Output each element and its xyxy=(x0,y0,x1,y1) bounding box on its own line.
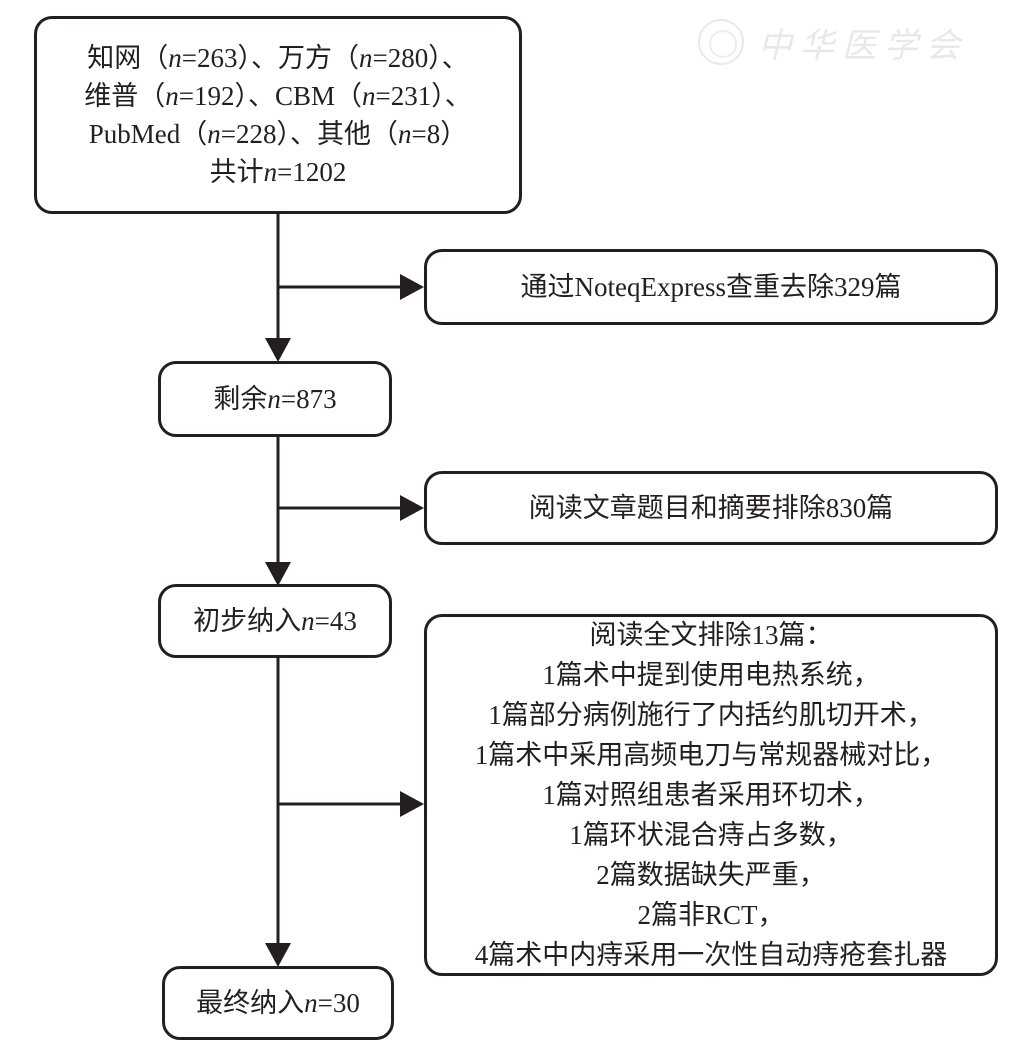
sources-line-2: 维普（n=192）、CBM（n=231）、 xyxy=(84,77,472,115)
text: 共计 xyxy=(209,157,264,187)
text: PubMed（ xyxy=(88,119,208,149)
n-symbol: n xyxy=(263,157,278,187)
n-symbol: n xyxy=(165,81,179,111)
n-symbol: n xyxy=(168,43,182,73)
watermark: 中华医学会 xyxy=(698,14,998,70)
n-symbol: n xyxy=(359,43,373,73)
text: 维普（ xyxy=(84,81,166,111)
dedup-exclusion-box: 通过NoteqExpress查重去除329篇 xyxy=(424,249,998,325)
text: =1202 xyxy=(277,157,347,187)
arrowhead-remaining xyxy=(265,338,291,362)
arrowhead-fulltext xyxy=(400,791,424,817)
text: =43 xyxy=(314,606,357,636)
text: 初步纳入 xyxy=(193,606,302,636)
fulltext-reason: 1篇术中提到使用电热系统， xyxy=(542,660,880,690)
text: =8） xyxy=(411,119,468,149)
final-inclusion-box: 最终纳入n=30 xyxy=(162,966,394,1040)
dedup-text: 通过NoteqExpress查重去除329篇 xyxy=(520,272,902,302)
initial-text: 初步纳入n=43 xyxy=(193,602,357,640)
fulltext-reason: 1篇部分病例施行了内括约肌切开术， xyxy=(488,700,934,730)
fulltext-reason: 1篇环状混合痔占多数， xyxy=(569,820,853,850)
text: =192）、CBM（ xyxy=(178,81,363,111)
text: =231）、 xyxy=(375,81,472,111)
n-symbol: n xyxy=(207,119,221,149)
arrowhead-initial xyxy=(265,562,291,586)
n-symbol: n xyxy=(304,988,318,1018)
text: =873 xyxy=(280,384,337,414)
remaining-text: 剩余n=873 xyxy=(213,380,336,418)
fulltext-reason: 2篇非RCT， xyxy=(637,900,785,930)
fulltext-reason: 2篇数据缺失严重， xyxy=(596,860,826,890)
fulltext-exclusion-box: 阅读全文排除13篇： 1篇术中提到使用电热系统， 1篇部分病例施行了内括约肌切开… xyxy=(424,614,998,976)
n-symbol: n xyxy=(301,606,315,636)
arrowhead-title-abstract xyxy=(400,495,424,521)
title-abstract-exclusion-box: 阅读文章题目和摘要排除830篇 xyxy=(424,471,998,545)
n-symbol: n xyxy=(267,384,281,414)
fulltext-reason: 1篇对照组患者采用环切术， xyxy=(542,780,880,810)
initial-inclusion-box: 初步纳入n=43 xyxy=(158,584,392,658)
text: =30 xyxy=(317,988,360,1018)
fulltext-reason: 1篇术中采用高频电刀与常规器械对比， xyxy=(474,740,948,770)
title-abstract-text: 阅读文章题目和摘要排除830篇 xyxy=(528,493,894,523)
n-symbol: n xyxy=(362,81,376,111)
text: =228）、其他（ xyxy=(220,119,398,149)
watermark-text: 中华医学会 xyxy=(758,25,968,66)
text: =280）、 xyxy=(372,43,469,73)
text: 剩余 xyxy=(213,384,268,414)
text: 最终纳入 xyxy=(196,988,305,1018)
arrowhead-final xyxy=(265,943,291,967)
final-text: 最终纳入n=30 xyxy=(196,984,360,1022)
sources-box: 知网（n=263）、万方（n=280）、 维普（n=192）、CBM（n=231… xyxy=(34,16,522,214)
sources-line-1: 知网（n=263）、万方（n=280）、 xyxy=(87,39,468,77)
text: 知网（ xyxy=(87,43,169,73)
text: =263）、万方（ xyxy=(181,43,359,73)
fulltext-heading: 阅读全文排除13篇： xyxy=(589,620,833,650)
sources-total: 共计n=1202 xyxy=(210,153,347,191)
fulltext-reason: 4篇术中内痔采用一次性自动痔疮套扎器 xyxy=(474,940,948,970)
n-symbol: n xyxy=(398,119,412,149)
sources-line-3: PubMed（n=228）、其他（n=8） xyxy=(89,115,467,153)
arrowhead-dedup xyxy=(400,274,424,300)
remaining-box: 剩余n=873 xyxy=(158,361,392,437)
society-seal-icon xyxy=(698,19,744,65)
